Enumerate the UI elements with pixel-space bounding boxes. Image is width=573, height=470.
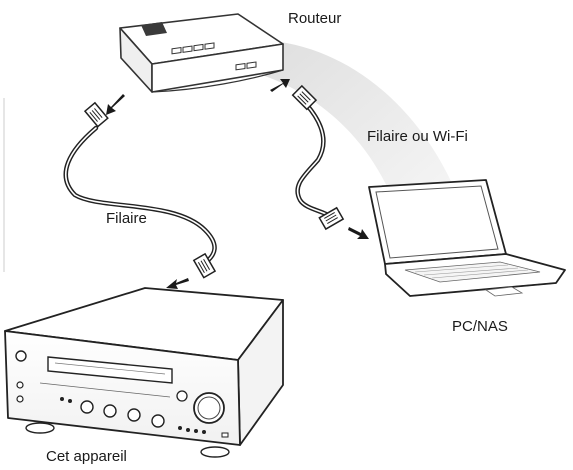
amp-foot-left — [25, 422, 55, 434]
arrow-to-laptop-icon — [348, 227, 369, 239]
amp-knob-1 — [80, 400, 94, 414]
amp-knob-3 — [127, 408, 141, 422]
rj45-plug-top-left-icon — [83, 101, 109, 128]
rj45-plug-bottom-right-icon — [318, 206, 345, 231]
amp-display — [47, 356, 173, 384]
router-ports-right — [235, 61, 257, 71]
rj45-plug-bottom-left-icon — [192, 252, 217, 279]
router-ports-left — [171, 42, 215, 55]
label-wired: Filaire — [106, 210, 147, 227]
amp-knob-2 — [103, 404, 117, 418]
wifi-signal-beam — [262, 40, 455, 205]
wired-cable-left — [63, 101, 217, 279]
laptop-pc-nas — [368, 179, 566, 297]
router-indicator-patch — [141, 22, 167, 36]
router — [119, 13, 284, 93]
rj45-plug-top-right-icon — [291, 84, 318, 111]
label-pc-nas: PC/NAS — [452, 318, 508, 335]
arrow-into-router-left-icon — [106, 94, 125, 115]
label-wired-or-wifi: Filaire ou Wi-Fi — [367, 128, 468, 145]
arrow-into-router-right-icon — [270, 79, 290, 92]
amp-power-knob — [15, 350, 27, 362]
amp-knob-4 — [151, 414, 165, 428]
wired-cable-right — [291, 84, 345, 231]
label-router: Routeur — [288, 10, 342, 27]
label-this-unit: Cet appareil — [46, 448, 127, 465]
arrow-to-unit-icon — [166, 278, 189, 289]
av-receiver-this-unit — [4, 287, 284, 458]
amp-foot-right — [200, 446, 230, 458]
